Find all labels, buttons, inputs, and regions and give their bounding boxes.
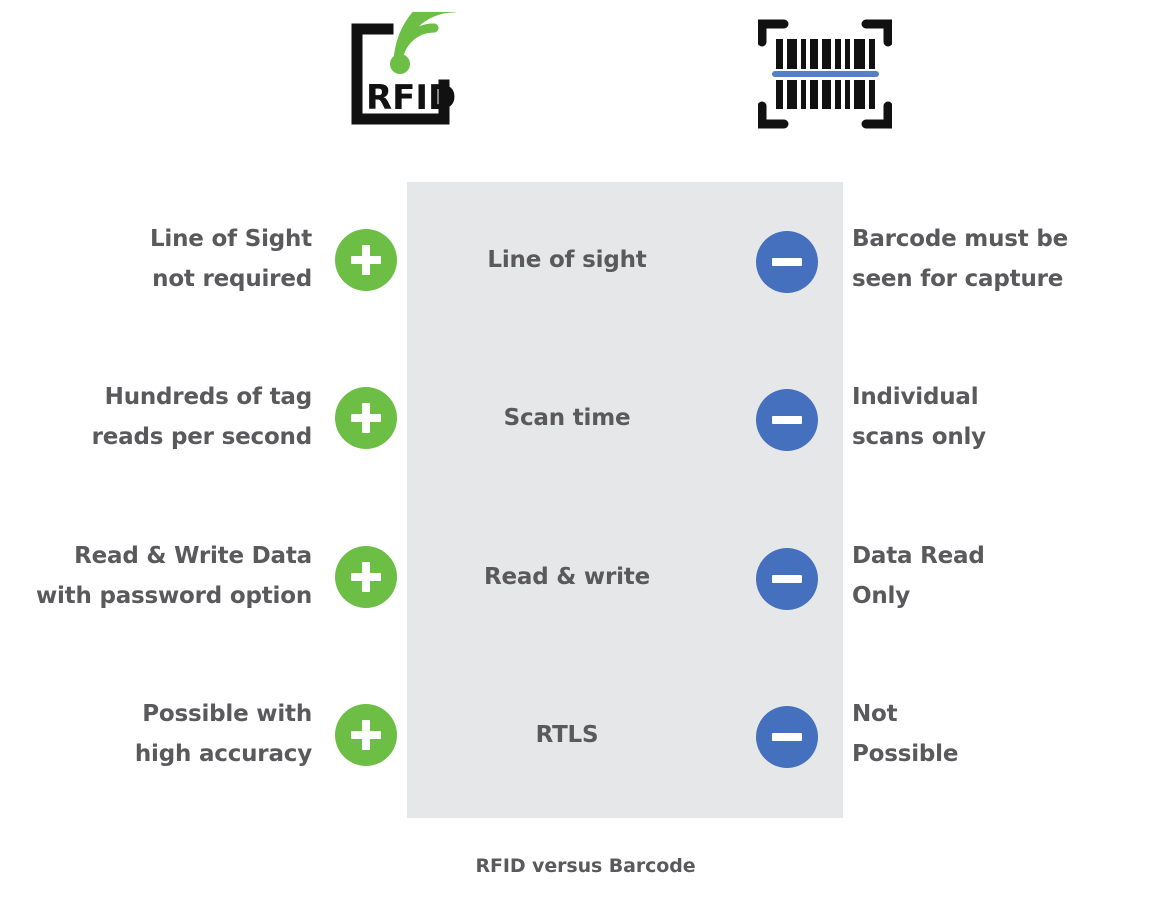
barcode-description-line1: Data Read [852, 543, 985, 570]
plus-icon-vertical [362, 245, 370, 275]
rfid-badge-cell [330, 546, 402, 608]
plus-icon [335, 387, 397, 449]
feature-label: Read & write [483, 564, 651, 590]
rfid-description-line1: Hundreds of tag [104, 384, 313, 411]
rfid-description: Possible with high accuracy [0, 695, 330, 774]
table-row: Possible with high accuracy RTLS Not Pos… [0, 685, 1171, 785]
rfid-description: Read & Write Data with password option [0, 537, 330, 616]
rfid-description-line2: high accuracy [134, 741, 312, 767]
barcode-description-line2: seen for capture [852, 266, 1064, 292]
rfid-description-line2: reads per second [91, 424, 313, 450]
minus-icon-horizontal [772, 257, 802, 266]
feature-label: Scan time [503, 405, 631, 431]
plus-icon [335, 704, 397, 766]
rfid-badge-cell [330, 229, 402, 291]
barcode-description: Data Read Only [842, 537, 1171, 616]
plus-icon [335, 229, 397, 291]
barcode-badge-cell [732, 386, 842, 451]
barcode-description: Not Possible [842, 695, 1171, 774]
barcode-description-line1: Barcode must be [852, 226, 1068, 253]
barcode-scan-line [772, 71, 879, 77]
barcode-description-line1: Not [852, 701, 898, 728]
barcode-scan-icon [757, 14, 893, 134]
rfid-badge-cell [330, 387, 402, 449]
plus-icon-vertical [362, 403, 370, 433]
plus-icon-vertical [362, 562, 370, 592]
header-icons: RFID [0, 0, 1171, 160]
rfid-description-line2: with password option [35, 583, 312, 609]
plus-icon-vertical [362, 720, 370, 750]
rfid-description-line1: Read & Write Data [74, 543, 312, 570]
minus-icon [756, 388, 818, 451]
table-row: Hundreds of tag reads per second Scan ti… [0, 368, 1171, 468]
barcode-description: Barcode must be seen for capture [842, 220, 1171, 299]
barcode-description-line2: Only [852, 583, 911, 609]
minus-icon [756, 705, 818, 768]
barcode-description: Individual scans only [842, 378, 1171, 457]
rfid-description-line1: Line of Sight [149, 226, 312, 253]
rfid-description: Hundreds of tag reads per second [0, 378, 330, 457]
feature-label: Line of sight [487, 247, 647, 273]
figure-caption: RFID versus Barcode [475, 855, 696, 877]
rfid-description: Line of Sight not required [0, 220, 330, 299]
plus-icon [335, 546, 397, 608]
barcode-badge-cell [732, 703, 842, 768]
barcode-badge-cell [732, 545, 842, 610]
table-row: Read & Write Data with password option R… [0, 527, 1171, 627]
table-row: Line of Sight not required Line of sight… [0, 210, 1171, 310]
minus-icon-horizontal [772, 415, 802, 424]
barcode-description-line1: Individual [852, 384, 979, 411]
minus-icon-horizontal [772, 574, 802, 583]
barcode-badge-cell [732, 228, 842, 293]
barcode-description-line2: Possible [852, 741, 959, 767]
minus-icon [756, 547, 818, 610]
barcode-description-line2: scans only [852, 424, 986, 450]
feature-label: RTLS [535, 722, 599, 748]
rfid-description-line2: not required [152, 266, 312, 292]
minus-icon [756, 230, 818, 293]
rfid-icon-label: RFID [366, 78, 456, 118]
minus-icon-horizontal [772, 732, 802, 741]
rfid-badge-cell [330, 704, 402, 766]
rfid-description-line1: Possible with [142, 701, 312, 728]
